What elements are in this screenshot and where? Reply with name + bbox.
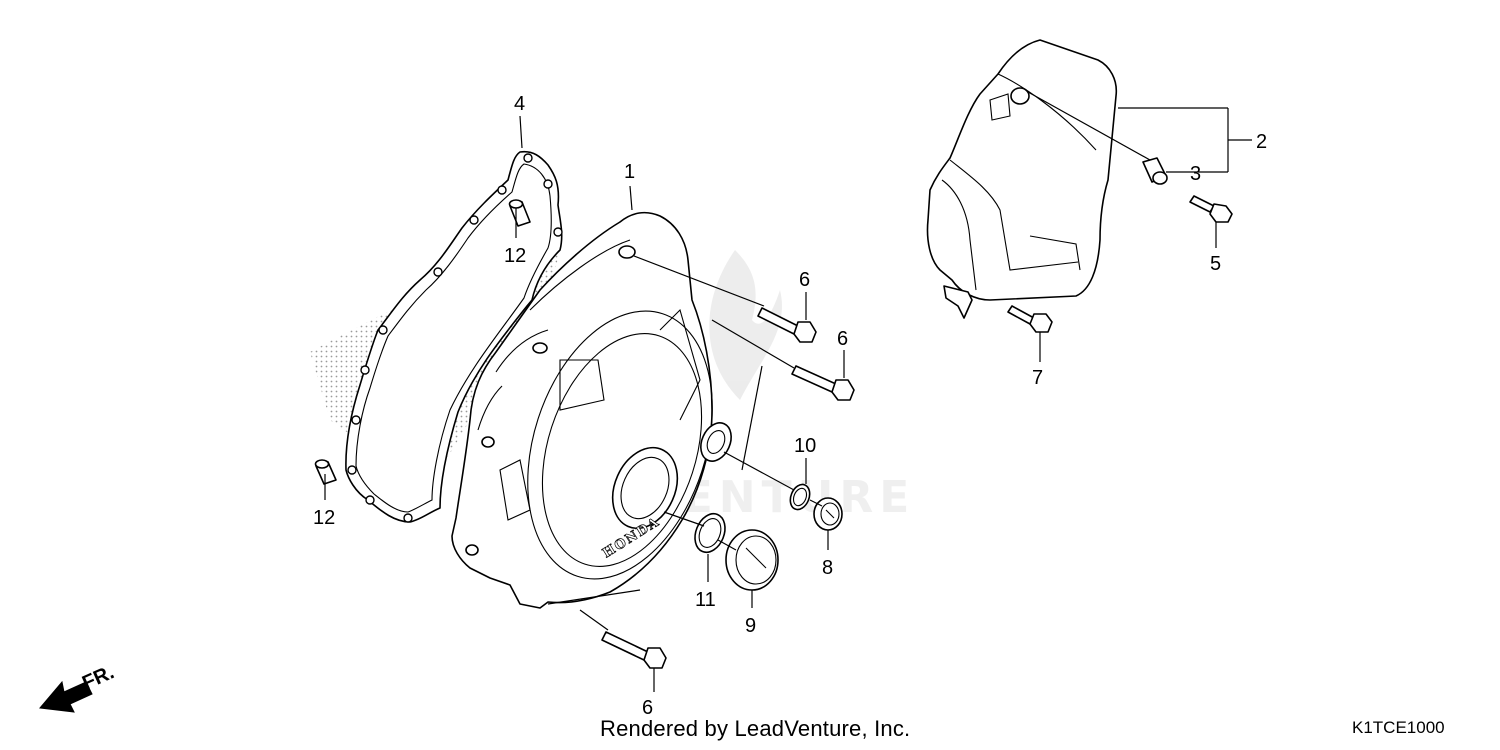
o-ring-10	[789, 483, 811, 511]
callout-6-lower: 6	[642, 697, 653, 719]
callout-10: 10	[794, 435, 816, 457]
callout-5: 5	[1210, 253, 1221, 275]
callout-9: 9	[745, 615, 756, 637]
front-arrow-label: FR.	[79, 661, 117, 694]
callout-6-upper: 6	[799, 269, 810, 291]
plug-8	[813, 497, 843, 531]
callout-3: 3	[1190, 163, 1201, 185]
callout-11: 11	[695, 589, 716, 611]
leader-lines	[324, 91, 1252, 692]
bolt-7	[1007, 305, 1053, 333]
dowel-pin-upper	[508, 199, 531, 227]
callout-1: 1	[624, 161, 635, 183]
bolt-6-upper	[757, 307, 817, 343]
o-ring-11	[694, 512, 726, 554]
bolt-5	[1189, 195, 1233, 223]
collar	[1142, 157, 1168, 185]
callout-labels: 1 2 3 4 5 6 6 6 7 8 9 10 11 12 12	[313, 93, 1267, 719]
callout-2: 2	[1256, 131, 1267, 153]
credit-text: Rendered by LeadVenture, Inc.	[600, 716, 911, 741]
gasket	[345, 150, 563, 523]
front-direction-arrow: FR.	[39, 661, 117, 713]
sprocket-cover	[926, 39, 1118, 319]
diagram-code: K1TCE1000	[1352, 718, 1445, 737]
callout-12-lower: 12	[313, 507, 335, 529]
dowel-pin-lower	[314, 459, 337, 485]
bolt-6-lower	[601, 631, 667, 669]
callout-7: 7	[1032, 367, 1043, 389]
left-crankcase-cover: HONDA	[451, 211, 732, 609]
callout-12-upper: 12	[504, 245, 526, 267]
callout-6-middle: 6	[837, 328, 848, 350]
plug-9	[725, 529, 779, 591]
bolt-6-middle	[791, 365, 855, 401]
callout-4: 4	[514, 93, 525, 115]
arrow-left-icon	[39, 680, 93, 713]
callout-8: 8	[822, 557, 833, 579]
